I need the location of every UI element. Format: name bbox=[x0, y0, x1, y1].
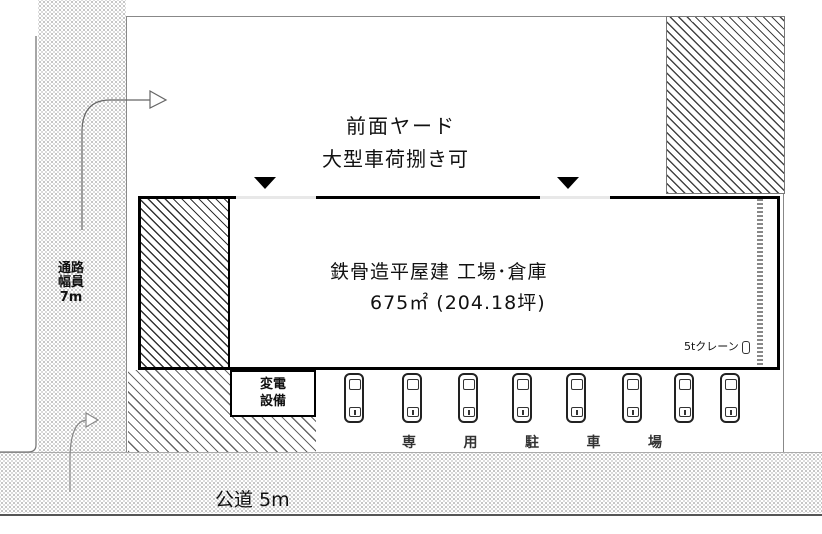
parking-char: 場 bbox=[648, 435, 662, 451]
road-far-edge-line bbox=[0, 514, 822, 516]
parked-car-icon bbox=[344, 373, 364, 423]
transformer-equipment: 変電 設備 bbox=[230, 370, 316, 417]
parked-car-icon bbox=[566, 373, 586, 423]
parked-car-icon bbox=[512, 373, 532, 423]
parking-char: 車 bbox=[586, 435, 601, 451]
side-road-label-3: 7m bbox=[59, 289, 83, 305]
parking-label: 専 用 駐 車 場 bbox=[402, 432, 662, 452]
building-type-label: 鉄骨造平屋建 工場･倉庫 bbox=[330, 261, 548, 283]
road-edge-line bbox=[0, 452, 822, 453]
parking-char: 専 bbox=[402, 435, 416, 451]
crane-label-text: 5tクレーン bbox=[684, 340, 739, 353]
front-yard-note: 大型車荷捌き可 bbox=[322, 147, 469, 171]
public-road-label: 公道 5m bbox=[215, 489, 290, 511]
parked-car-icon bbox=[402, 373, 422, 423]
crane-hook-icon bbox=[742, 340, 751, 354]
transformer-label-1: 変電 bbox=[259, 377, 286, 393]
parked-car-icon bbox=[674, 373, 694, 423]
crane-label: 5tクレーン bbox=[684, 338, 751, 354]
parked-car-icon bbox=[458, 373, 478, 423]
shutter-opening-left bbox=[236, 196, 316, 199]
public-road-area bbox=[0, 453, 822, 513]
entrance-marker-left bbox=[254, 177, 276, 189]
turn-arrow-icon bbox=[69, 419, 89, 492]
parking-char: 用 bbox=[463, 435, 478, 451]
entrance-marker-right bbox=[557, 177, 579, 189]
side-road-label-1: 通路 bbox=[57, 261, 84, 276]
building-inner-wall bbox=[228, 196, 230, 370]
side-road-label: 通路 幅員 7m bbox=[50, 261, 92, 305]
parked-car-icon bbox=[720, 373, 740, 423]
side-road-edge-line bbox=[0, 36, 37, 453]
crane-rail bbox=[757, 199, 763, 365]
hatched-area-building-left bbox=[140, 198, 229, 370]
transformer-label-2: 設備 bbox=[259, 393, 286, 409]
hatched-area-right bbox=[666, 16, 785, 194]
building-outline bbox=[138, 196, 780, 370]
turn-arrow-head-icon bbox=[85, 411, 100, 429]
building-area-label: 675㎡ (204.18坪) bbox=[370, 292, 546, 314]
parking-char: 駐 bbox=[525, 435, 539, 451]
entry-arrow-head-icon bbox=[149, 89, 168, 109]
parked-car-icon bbox=[622, 373, 642, 423]
side-road-label-2: 幅員 bbox=[57, 275, 84, 291]
front-yard-label: 前面ヤード bbox=[346, 114, 456, 138]
entry-arrow-icon bbox=[81, 99, 150, 230]
shutter-opening-right bbox=[540, 196, 610, 199]
